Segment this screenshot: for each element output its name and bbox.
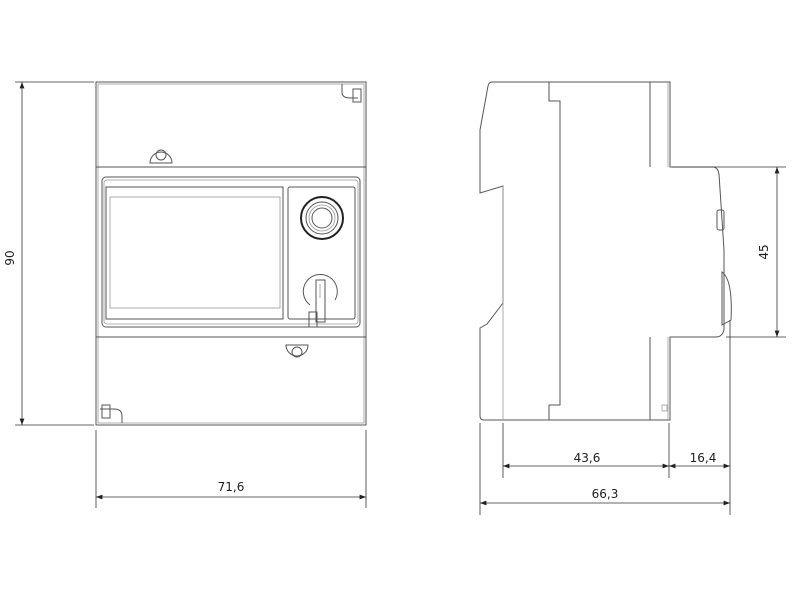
display-screen <box>109 196 281 309</box>
dimension-height: 90 <box>3 81 94 426</box>
rotary-knob <box>302 274 338 328</box>
dimension-depth: 43,6 16,4 66,3 <box>479 320 731 515</box>
front-housing <box>95 81 367 426</box>
dimension-module-height: 45 <box>672 166 786 338</box>
front-view <box>95 81 367 426</box>
push-button <box>300 196 344 240</box>
seal-clip-bottom <box>100 404 123 423</box>
display-window <box>105 186 284 320</box>
mounting-hole-top <box>149 149 173 164</box>
side-view <box>479 81 732 421</box>
front-panel-frame <box>101 176 361 328</box>
side-profile <box>479 81 725 421</box>
dimension-width: 71,6 <box>95 430 367 508</box>
control-panel <box>287 186 356 320</box>
seal-clip-top <box>341 84 362 103</box>
dimension-label-module-height: 45 <box>757 244 771 259</box>
dimension-label-depth-body: 43,6 <box>574 451 601 465</box>
dimension-label-height: 90 <box>3 250 17 265</box>
dimension-label-depth-total: 66,3 <box>592 487 619 501</box>
knob-side-profile <box>721 271 732 326</box>
dimension-label-depth-front: 16,4 <box>690 451 717 465</box>
button-side-profile <box>716 209 725 231</box>
dimension-label-width: 71,6 <box>218 480 245 494</box>
mounting-hole-bottom <box>285 344 309 358</box>
